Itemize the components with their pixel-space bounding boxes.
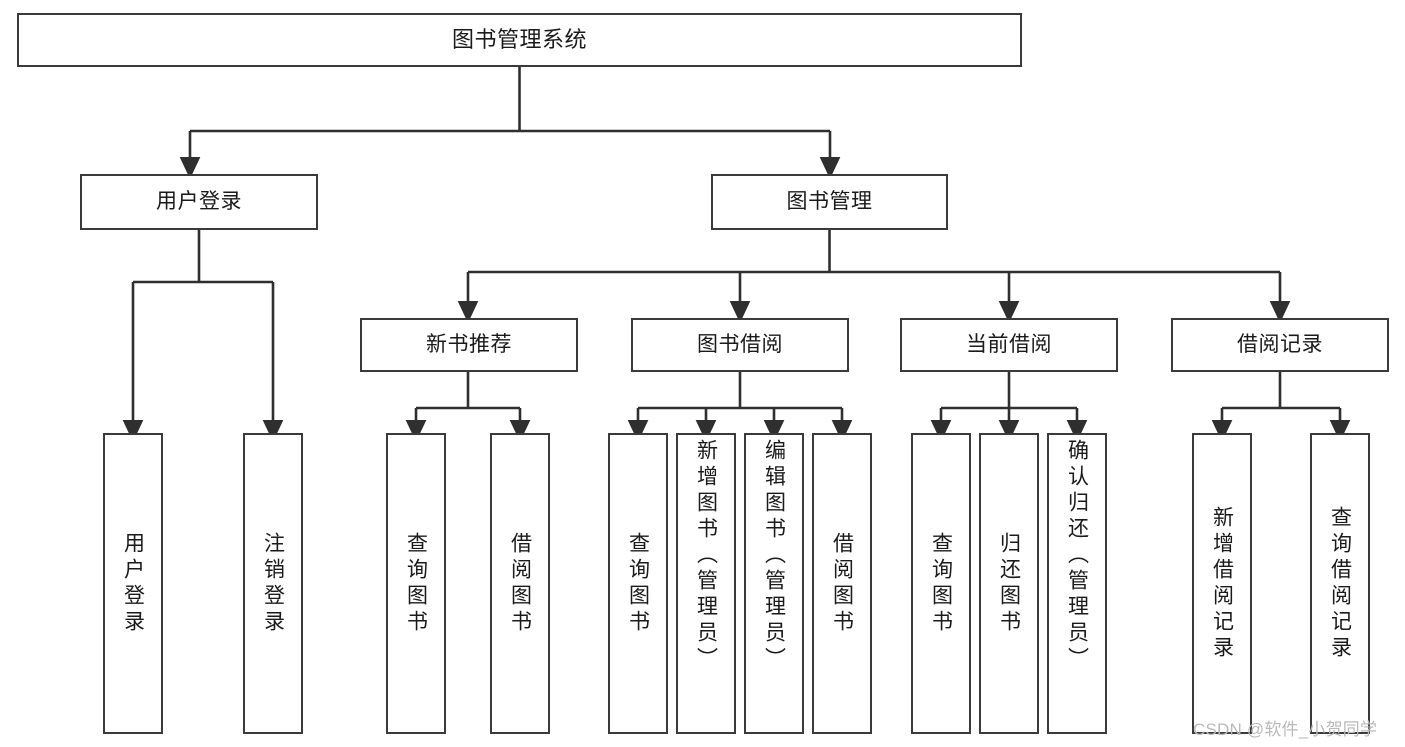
node-leaf-current-query-book[interactable]: 查询图书 (911, 433, 971, 734)
node-leaf-borrow-edit-book-admin[interactable]: 编辑图书（管理员） (744, 433, 804, 734)
node-leaf-current-return-book[interactable]: 归还图书 (979, 433, 1039, 734)
node-label: 图书管理 (786, 189, 873, 213)
node-label: 新书推荐 (426, 332, 512, 356)
node-book-management[interactable]: 图书管理 (711, 174, 948, 230)
node-leaf-current-confirm-return-admin[interactable]: 确认归还（管理员） (1047, 433, 1107, 734)
node-label: 用户登录 (156, 189, 242, 213)
node-label: 归还图书 (997, 531, 1021, 636)
node-label: 借阅记录 (1237, 332, 1323, 356)
node-leaf-record-query-record[interactable]: 查询借阅记录 (1310, 433, 1370, 734)
node-leaf-borrow-borrow-book[interactable]: 借阅图书 (812, 433, 872, 734)
node-label: 当前借阅 (966, 332, 1052, 356)
node-label: 注销登录 (261, 531, 285, 636)
node-label: 编辑图书（管理员） (762, 439, 786, 673)
node-borrow-record[interactable]: 借阅记录 (1171, 318, 1389, 372)
node-book-borrow[interactable]: 图书借阅 (631, 318, 849, 372)
node-leaf-borrow-query-book[interactable]: 查询图书 (608, 433, 668, 734)
node-new-book-recommend[interactable]: 新书推荐 (360, 318, 578, 372)
node-leaf-recommend-borrow-book[interactable]: 借阅图书 (490, 433, 550, 734)
watermark-text: CSDN @软件_小贺同学 (1193, 720, 1378, 739)
node-label: 用户登录 (121, 531, 145, 636)
node-current-borrow[interactable]: 当前借阅 (900, 318, 1118, 372)
node-label: 查询图书 (929, 531, 953, 636)
node-leaf-recommend-query-book[interactable]: 查询图书 (386, 433, 446, 734)
node-root-book-management-system[interactable]: 图书管理系统 (17, 13, 1022, 67)
node-label: 新增借阅记录 (1210, 505, 1234, 662)
node-label: 查询图书 (404, 531, 428, 636)
node-leaf-user-login-signin[interactable]: 用户登录 (103, 433, 163, 734)
node-label: 新增图书（管理员） (694, 439, 718, 673)
node-label: 借阅图书 (830, 531, 854, 636)
node-label: 图书管理系统 (451, 27, 587, 53)
node-leaf-user-login-signout[interactable]: 注销登录 (243, 433, 303, 734)
node-label: 查询图书 (626, 531, 650, 636)
node-label: 借阅图书 (508, 531, 532, 636)
node-label: 确认归还（管理员） (1065, 439, 1089, 673)
node-user-login[interactable]: 用户登录 (80, 174, 318, 230)
node-leaf-record-add-record[interactable]: 新增借阅记录 (1192, 433, 1252, 734)
node-label: 查询借阅记录 (1328, 505, 1352, 662)
node-label: 图书借阅 (697, 332, 783, 356)
node-leaf-borrow-add-book-admin[interactable]: 新增图书（管理员） (676, 433, 736, 734)
